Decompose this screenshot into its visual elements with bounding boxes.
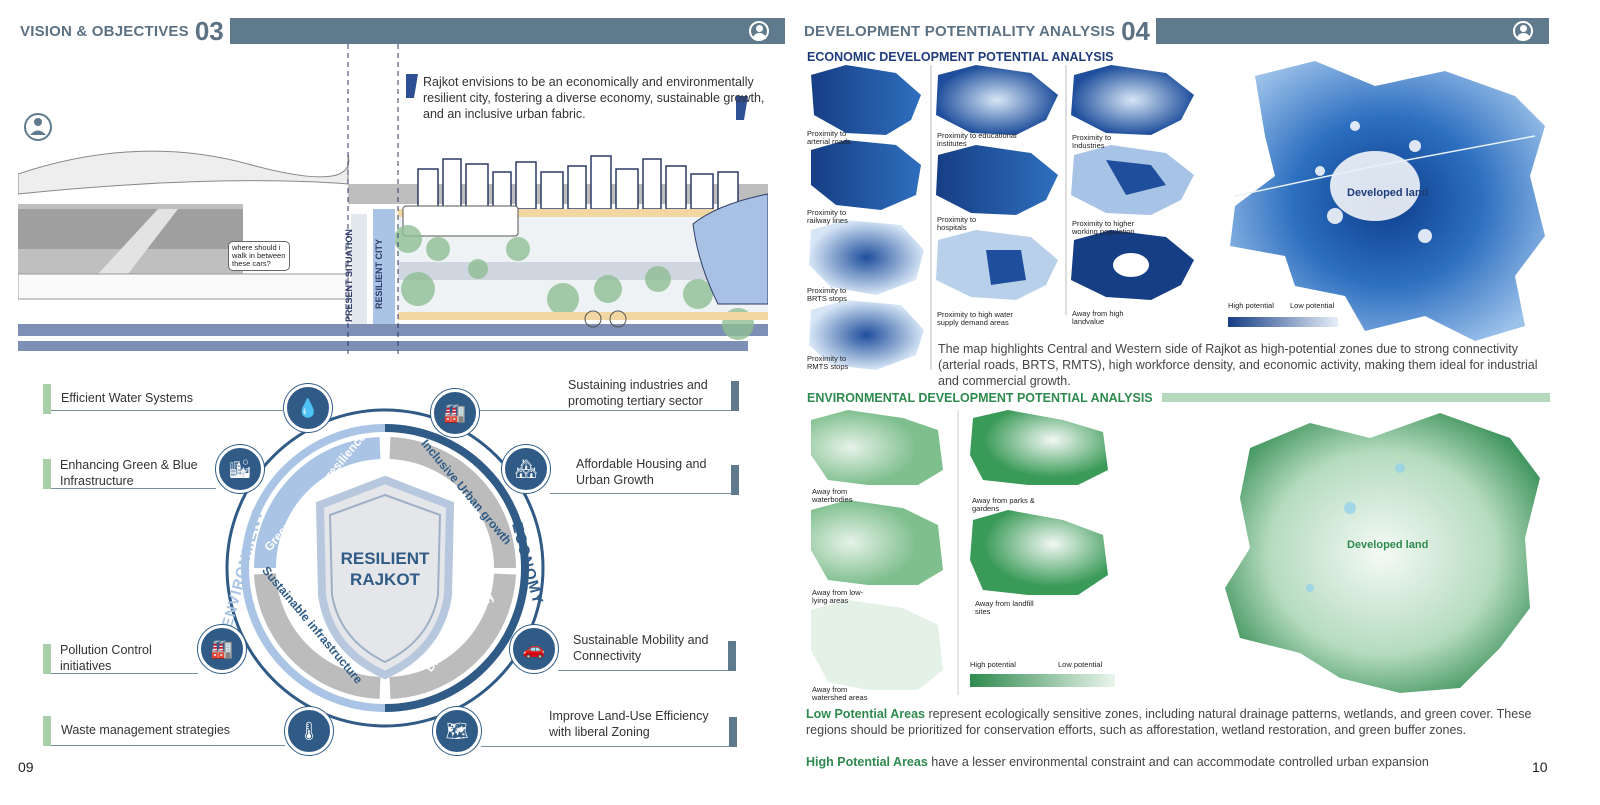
econ-map-label: Proximity to higher working population (1072, 219, 1135, 236)
high-potential-note: High Potential Areas have a lesser envir… (806, 754, 1551, 770)
objective-water: Efficient Water Systems (61, 391, 193, 405)
low-potential-label: Low Potential Areas (806, 707, 926, 721)
city-illustration: Rajkot envisions to be an economically a… (17, 44, 769, 354)
econ-map-label: Proximity to railway lines (807, 208, 848, 225)
env-developed-land: Developed land (1347, 539, 1429, 551)
econ-map-label: Proximity to high water supply demand ar… (937, 310, 1013, 327)
econ-legend-high: High potential (1228, 301, 1274, 310)
streetscape-svg (17, 44, 769, 354)
resilient-city-label: RESILIENT CITY (374, 238, 384, 309)
vision-quote: Rajkot envisions to be an economically a… (423, 75, 765, 121)
env-map-label: Away from parks & gardens (972, 496, 1035, 513)
objective-marker (731, 381, 739, 411)
right-page: DEVELOPMENT POTENTIALITY ANALYSIS 04 ECO… (800, 0, 1600, 805)
green-city-icon: 🏙 (216, 445, 264, 493)
objective-pollution: Pollution Control initiatives (60, 643, 152, 673)
objective-line (481, 746, 729, 747)
objective-line (558, 670, 728, 671)
objective-marker (731, 465, 739, 495)
objective-marker (43, 384, 51, 414)
high-potential-text: have a lesser environmental constraint a… (931, 755, 1429, 769)
objective-marker (43, 716, 51, 746)
resilience-wheel (225, 408, 545, 728)
section-number: 03 (194, 16, 224, 46)
objective-line (51, 673, 198, 674)
left-page: VISION & OBJECTIVES 03 Rajkot envisions … (17, 18, 785, 775)
economic-potential-map (1230, 61, 1545, 341)
left-header: VISION & OBJECTIVES 03 (20, 18, 785, 44)
objective-marker (43, 644, 51, 674)
econ-map-label: Proximity to Industries (1072, 133, 1112, 150)
env-map-label: Away from waterbodies (812, 487, 853, 504)
economic-mini-maps (809, 65, 1194, 370)
zoning-map-icon: 🗺 (433, 707, 481, 755)
factory-icon: 🏭 (431, 389, 479, 437)
env-map-label: Away from low-lying areas (812, 588, 864, 605)
objective-line (550, 493, 731, 494)
economic-text: The map highlights Central and Western s… (938, 342, 1538, 388)
objective-mobility: Sustainable Mobility and Connectivity (573, 633, 709, 663)
water-drop-icon: 💧 (284, 384, 332, 432)
pollution-icon: 🏭 (198, 625, 246, 673)
econ-map-label: Proximity to BRTS stops (807, 286, 847, 303)
econ-map-label: Proximity to arterial roads (807, 129, 851, 146)
header-bar (1156, 18, 1549, 44)
right-header: DEVELOPMENT POTENTIALITY ANALYSIS 04 (804, 18, 1549, 44)
env-map-label: Away from landfill sites (975, 599, 1034, 616)
objective-line (51, 745, 285, 746)
speech-bubble: where should i walk in between these car… (228, 241, 290, 271)
environmental-potential-map (1225, 413, 1540, 693)
objective-line (51, 488, 216, 489)
econ-map-label: Proximity to educational institutes (937, 131, 1017, 148)
econ-developed-land: Developed land (1347, 187, 1429, 199)
low-potential-text: represent ecologically sensitive zones, … (806, 707, 1532, 737)
objective-marker (43, 459, 51, 489)
header-bar (229, 18, 785, 44)
center-title-line2: RAJKOT (350, 570, 420, 589)
env-legend-low: Low potential (1058, 660, 1103, 669)
econ-legend-bar (1228, 317, 1338, 327)
env-title-bar (1162, 393, 1550, 402)
avatar-icon (749, 21, 769, 41)
econ-map-label: Proximity to hospitals (937, 215, 977, 232)
objective-marker (729, 717, 737, 747)
housing-hand-icon: 🏘 (502, 445, 550, 493)
objective-marker (728, 641, 736, 671)
objective-land-use: Improve Land-Use Efficiency with liberal… (549, 709, 709, 739)
objective-housing: Affordable Housing and Urban Growth (576, 457, 707, 487)
section-number: 04 (1121, 16, 1151, 46)
high-potential-label: High Potential Areas (806, 755, 928, 769)
environmental-mini-maps (811, 410, 1108, 695)
econ-map-label: Proximity to RMTS stops (807, 354, 849, 371)
econ-legend-low: Low potential (1290, 301, 1335, 310)
objective-line (480, 410, 731, 411)
env-map-label: Away from watershed areas (812, 685, 868, 702)
economic-title: ECONOMIC DEVELOPMENT POTENTIAL ANALYSIS (807, 50, 1114, 64)
objective-line (51, 410, 284, 411)
present-situation-label: PRESENT SITUATION (344, 229, 354, 322)
page-number: 09 (18, 759, 34, 775)
car-icon: 🚗 (510, 625, 558, 673)
econ-map-label: Away from high landvalue (1072, 309, 1124, 326)
section-title: DEVELOPMENT POTENTIALITY ANALYSIS (804, 22, 1116, 40)
environmental-title: ENVIRONMENTAL DEVELOPMENT POTENTIAL ANAL… (807, 391, 1153, 405)
center-title-line1: RESILIENT (340, 549, 430, 568)
low-potential-note: Low Potential Areas represent ecological… (806, 706, 1551, 738)
objective-green-blue: Enhancing Green & Blue Infrastructure (60, 458, 198, 488)
wheel-center-title: RESILIENT RAJKOT (325, 548, 445, 590)
env-legend-bar (970, 674, 1115, 687)
env-legend-high: High potential (970, 660, 1016, 669)
objective-industries: Sustaining industries and promoting tert… (568, 378, 708, 408)
page-number: 10 (1532, 759, 1548, 775)
objective-waste: Waste management strategies (61, 723, 231, 737)
thermometer-icon: 🌡 (285, 707, 333, 755)
section-title: VISION & OBJECTIVES (20, 22, 189, 40)
avatar-icon (1513, 21, 1533, 41)
